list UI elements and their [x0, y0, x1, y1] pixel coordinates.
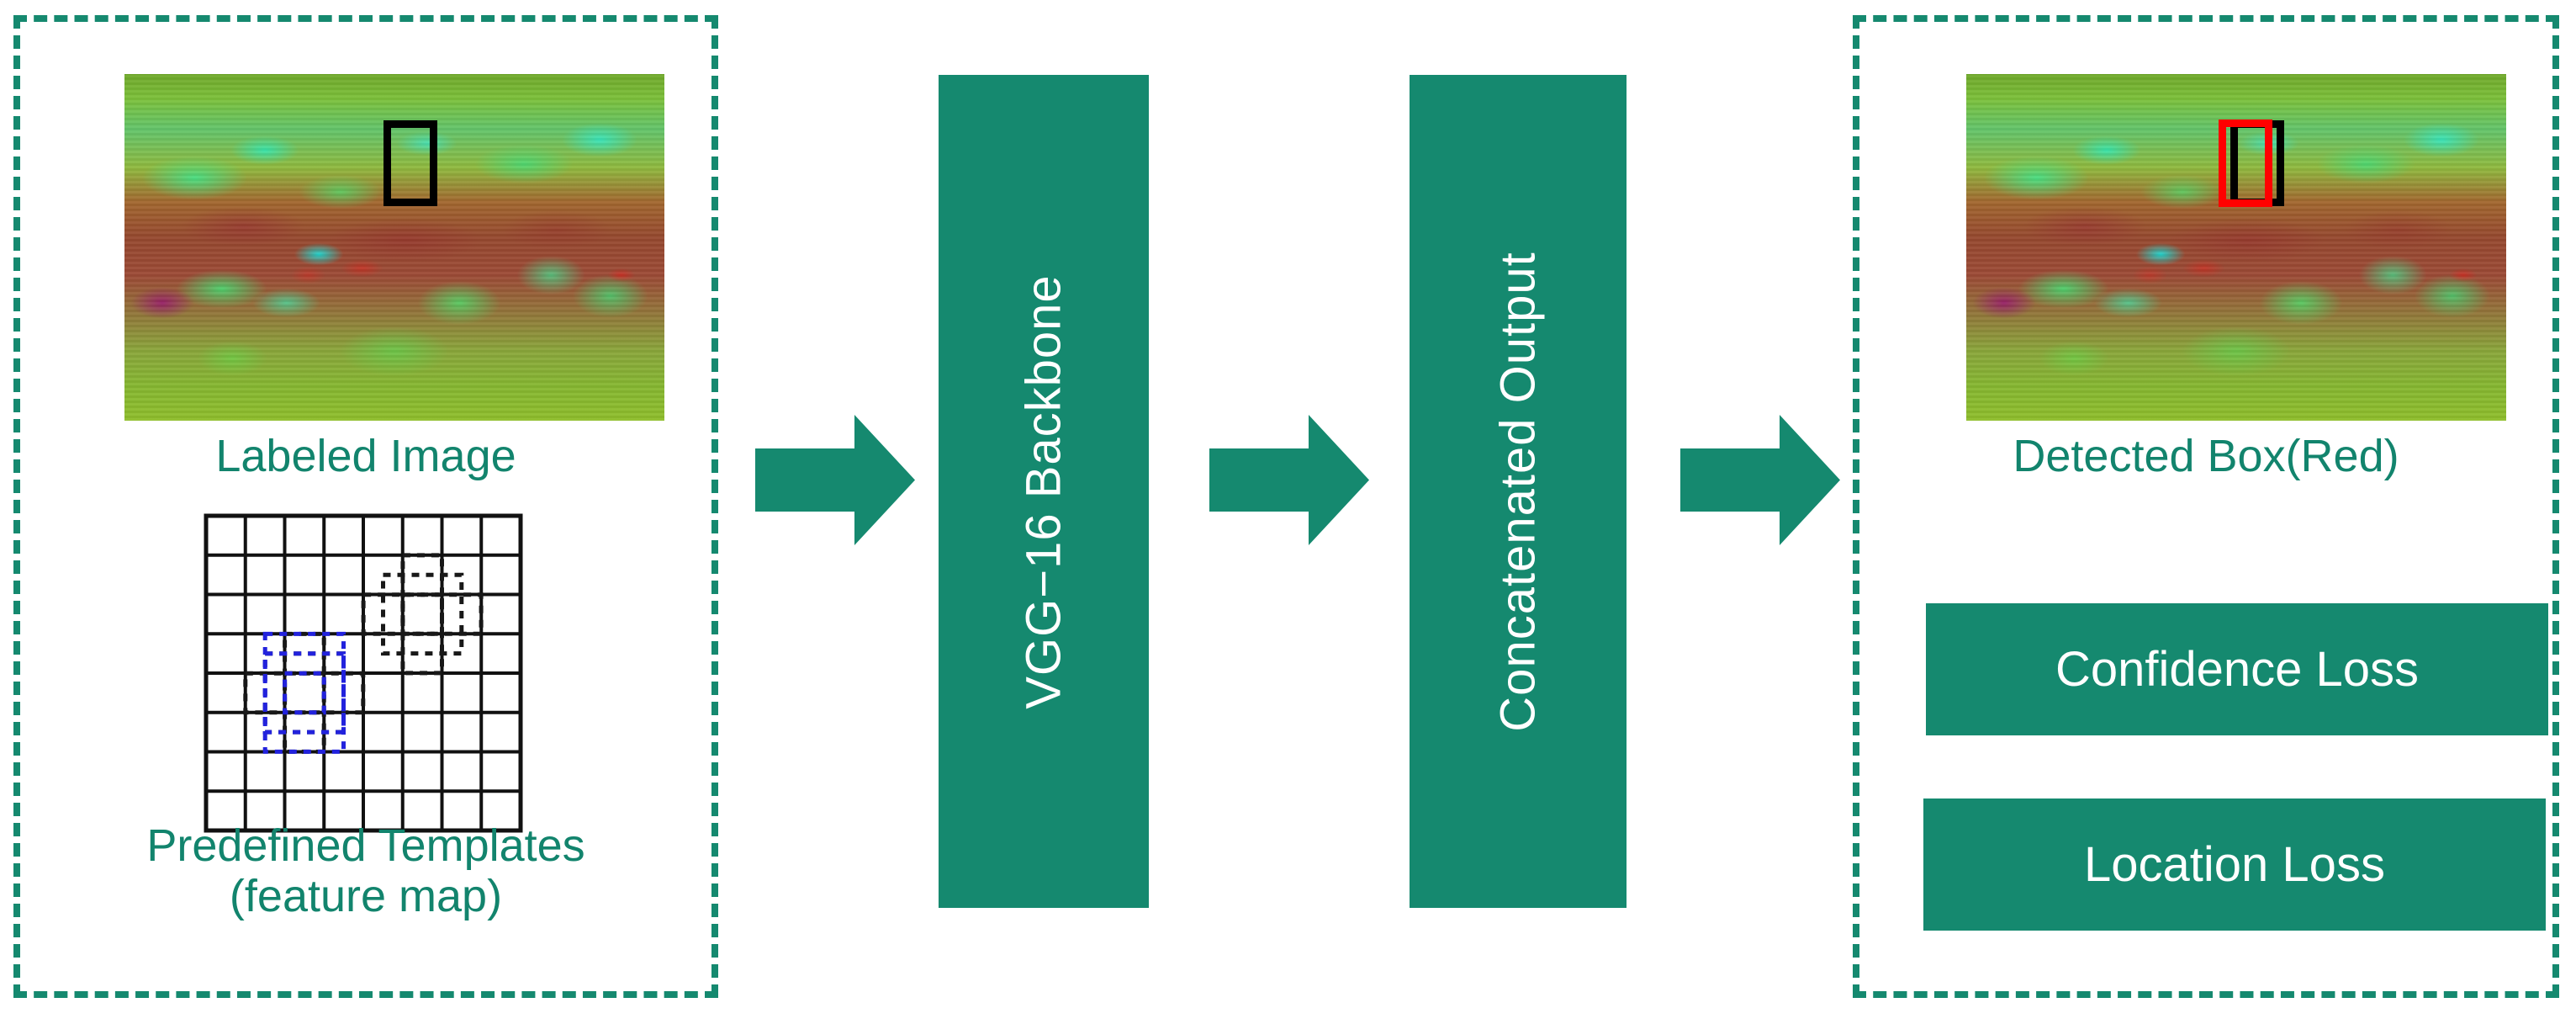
detected-box	[2219, 119, 2272, 207]
confidence-loss-label: Confidence Loss	[2055, 642, 2420, 697]
arrow-concat-to-output	[1680, 415, 1840, 545]
concatenated-output-block[interactable]: Concatenated Output	[1410, 75, 1627, 908]
input-group-panel	[13, 15, 718, 998]
labeled-image-caption: Labeled Image	[215, 431, 516, 481]
anchor-boxes-blue	[262, 631, 346, 754]
vgg16-backbone-block[interactable]: VGG−16 Backbone	[939, 75, 1149, 908]
location-loss-label: Location Loss	[2084, 837, 2385, 892]
vgg16-backbone-label: VGG−16 Backbone	[1016, 273, 1071, 709]
arrow-backbone-to-concat	[1209, 415, 1369, 545]
detected-image-caption: Detected Box(Red)	[2013, 431, 2399, 481]
templates-caption: Predefined Templates (feature map)	[146, 820, 585, 922]
confidence-loss-block[interactable]: Confidence Loss	[1926, 603, 2548, 735]
feature-map-grid	[204, 513, 523, 833]
location-loss-block[interactable]: Location Loss	[1923, 799, 2546, 931]
anchor-boxes-black	[361, 553, 484, 676]
detected-image	[1966, 74, 2506, 421]
satellite-image-texture	[124, 74, 664, 421]
output-group-panel	[1853, 15, 2559, 998]
arrow-input-to-backbone	[755, 415, 915, 545]
ground-truth-box	[383, 120, 437, 206]
concatenated-output-label: Concatenated Output	[1490, 251, 1546, 732]
feature-map-svg	[204, 513, 523, 833]
labeled-image	[124, 74, 664, 421]
